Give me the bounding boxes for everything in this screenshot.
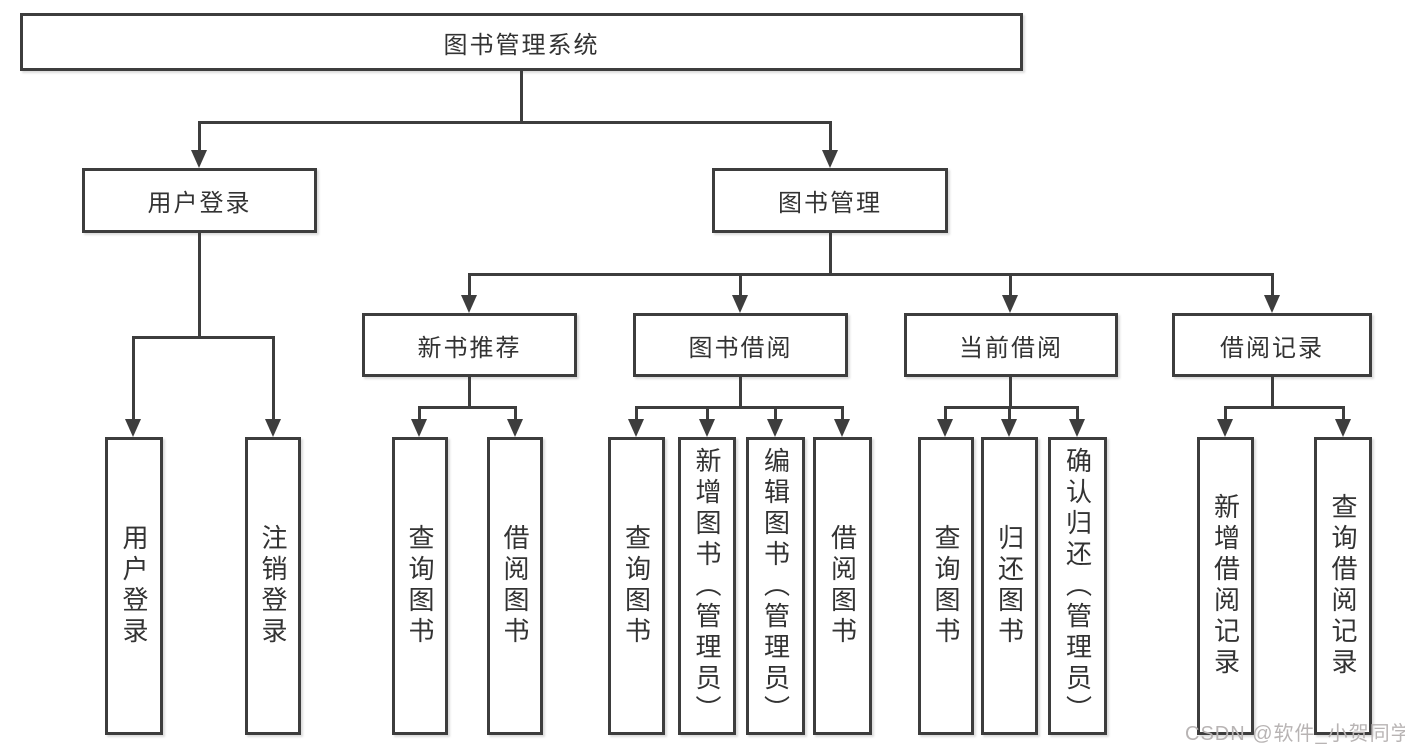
connector-line <box>1009 273 1012 297</box>
node-new-book-recommendation: 新书推荐 <box>362 313 577 377</box>
connector-line <box>829 121 832 152</box>
node-user-login: 用户登录 <box>82 168 317 233</box>
node-current-borrowing: 当前借阅 <box>904 313 1118 377</box>
connector-line <box>418 406 517 409</box>
arrow-down-icon <box>937 419 953 437</box>
arrow-down-icon <box>1001 419 1017 437</box>
arrow-down-icon <box>1002 295 1018 313</box>
leaf-return-books: 归还图书 <box>981 437 1038 735</box>
connector-line <box>841 406 844 421</box>
leaf-confirm-return-admin: 确认归还（管理员） <box>1048 437 1107 735</box>
node-borrowing-records: 借阅记录 <box>1172 313 1372 377</box>
arrow-down-icon <box>834 419 850 437</box>
arrow-down-icon <box>507 419 523 437</box>
connector-line <box>1008 406 1011 421</box>
connector-line <box>739 377 742 408</box>
leaf-query-books-recommend: 查询图书 <box>392 437 448 735</box>
arrow-down-icon <box>1264 295 1280 313</box>
connector-line <box>468 377 471 408</box>
arrow-down-icon <box>1335 419 1351 437</box>
connector-line <box>1224 406 1227 421</box>
connector-line <box>468 273 1274 276</box>
arrow-down-icon <box>699 419 715 437</box>
arrow-down-icon <box>732 295 748 313</box>
leaf-borrow-books-recommend: 借阅图书 <box>487 437 543 735</box>
connector-line <box>514 406 517 421</box>
leaf-query-books-borrowing: 查询图书 <box>608 437 665 735</box>
connector-line <box>635 406 844 409</box>
node-book-management: 图书管理 <box>712 168 948 233</box>
node-system-root: 图书管理系统 <box>20 13 1023 71</box>
leaf-query-borrow-record: 查询借阅记录 <box>1314 437 1372 735</box>
arrow-down-icon <box>265 419 281 437</box>
leaf-user-login: 用户登录 <box>105 437 163 735</box>
arrow-down-icon <box>822 150 838 168</box>
connector-line <box>468 273 471 297</box>
leaf-add-books-admin: 新增图书（管理员） <box>678 437 736 735</box>
connector-line <box>944 406 1079 409</box>
arrow-down-icon <box>411 419 427 437</box>
connector-line <box>1224 406 1345 409</box>
connector-line <box>1076 406 1079 421</box>
connector-line <box>1271 273 1274 297</box>
arrow-down-icon <box>767 419 783 437</box>
arrow-down-icon <box>191 150 207 168</box>
arrow-down-icon <box>125 419 141 437</box>
connector-line <box>1009 377 1012 408</box>
connector-line <box>944 406 947 421</box>
connector-line <box>198 233 201 338</box>
connector-line <box>132 336 135 421</box>
connector-line <box>739 273 742 297</box>
connector-line <box>1342 406 1345 421</box>
connector-line <box>132 336 275 339</box>
leaf-logout: 注销登录 <box>245 437 301 735</box>
connector-line <box>635 406 638 421</box>
arrow-down-icon <box>461 295 477 313</box>
connector-line <box>418 406 421 421</box>
connector-line <box>272 336 275 421</box>
node-book-borrowing: 图书借阅 <box>633 313 848 377</box>
connector-line <box>520 70 523 123</box>
leaf-edit-books-admin: 编辑图书（管理员） <box>746 437 805 735</box>
connector-line <box>198 121 832 124</box>
connector-line <box>198 121 201 152</box>
connector-line <box>829 233 832 275</box>
connector-line <box>774 406 777 421</box>
csdn-watermark: CSDN @软件_小贺同学 <box>1185 723 1405 745</box>
leaf-add-borrow-record: 新增借阅记录 <box>1197 437 1254 735</box>
arrow-down-icon <box>1069 419 1085 437</box>
connector-line <box>1271 377 1274 408</box>
leaf-query-books-current: 查询图书 <box>918 437 974 735</box>
arrow-down-icon <box>1217 419 1233 437</box>
arrow-down-icon <box>628 419 644 437</box>
leaf-borrow-books-borrowing: 借阅图书 <box>813 437 872 735</box>
connector-line <box>706 406 709 421</box>
